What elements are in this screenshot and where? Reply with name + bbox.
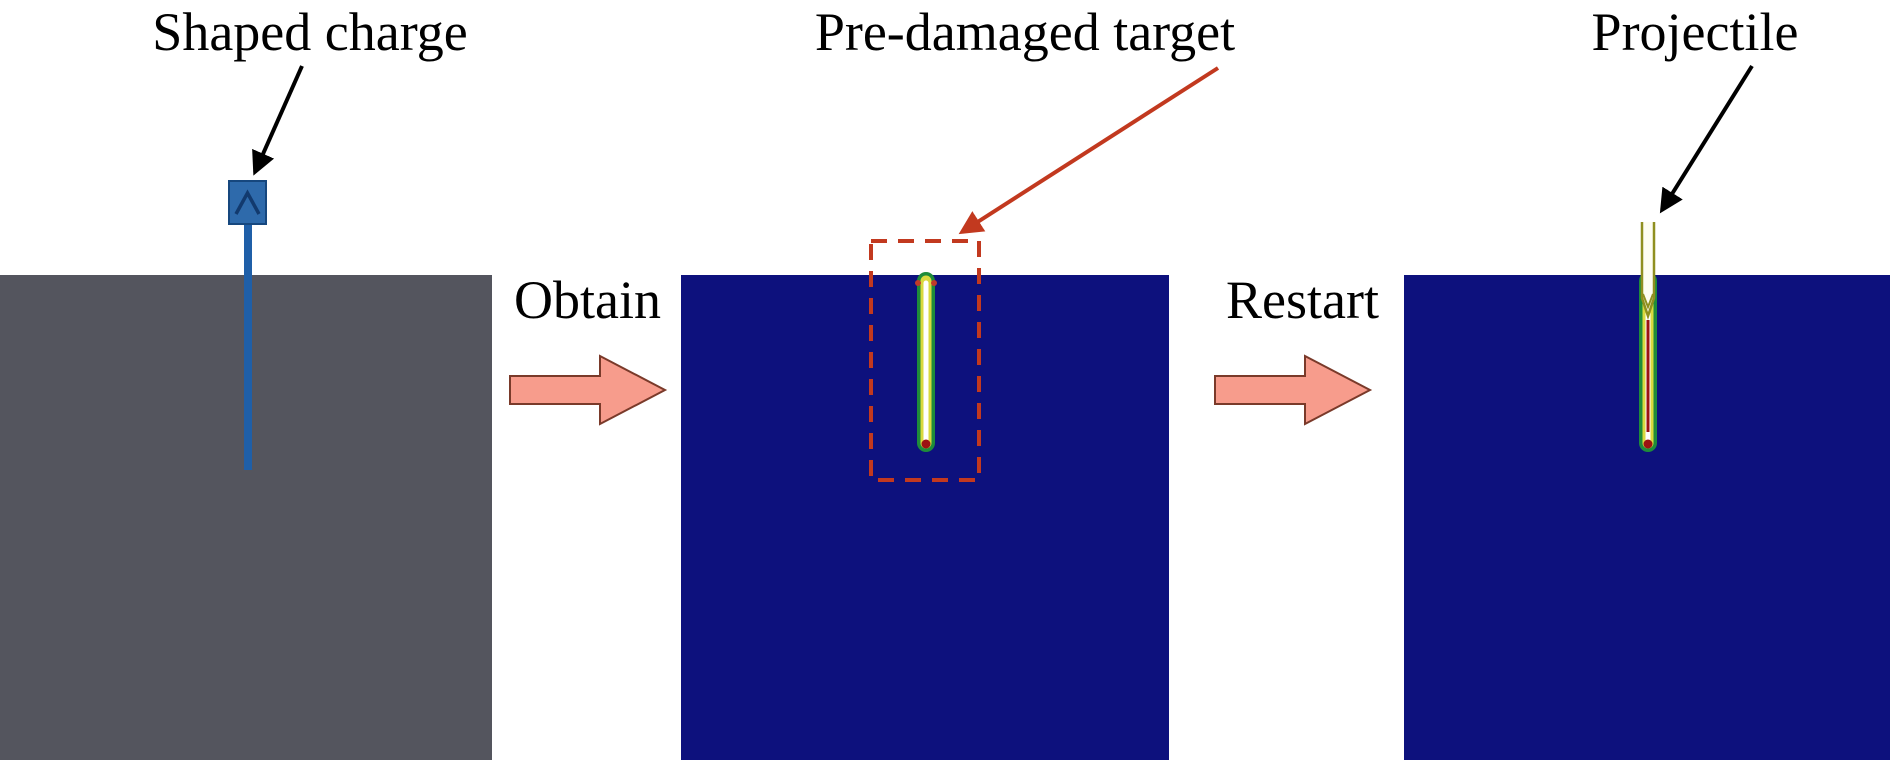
pre-damaged-arrow-icon — [958, 66, 1220, 235]
projectile-label: Projectile — [1591, 2, 1799, 62]
obtain-arrow-icon — [509, 354, 668, 426]
panel-initial-target — [0, 275, 492, 760]
restart-step-label: Restart — [1226, 270, 1379, 330]
shaped-charge-label: Shaped charge — [152, 2, 468, 62]
panel-restart-target — [1404, 275, 1890, 760]
obtain-step-label: Obtain — [514, 270, 661, 330]
pre-damaged-target-label: Pre-damaged target — [814, 2, 1236, 62]
shaped-charge-arrow-icon — [252, 65, 304, 176]
panel-predamaged-target — [681, 275, 1169, 760]
projectile-arrow-icon — [1659, 64, 1754, 214]
restart-arrow-icon — [1214, 354, 1373, 426]
